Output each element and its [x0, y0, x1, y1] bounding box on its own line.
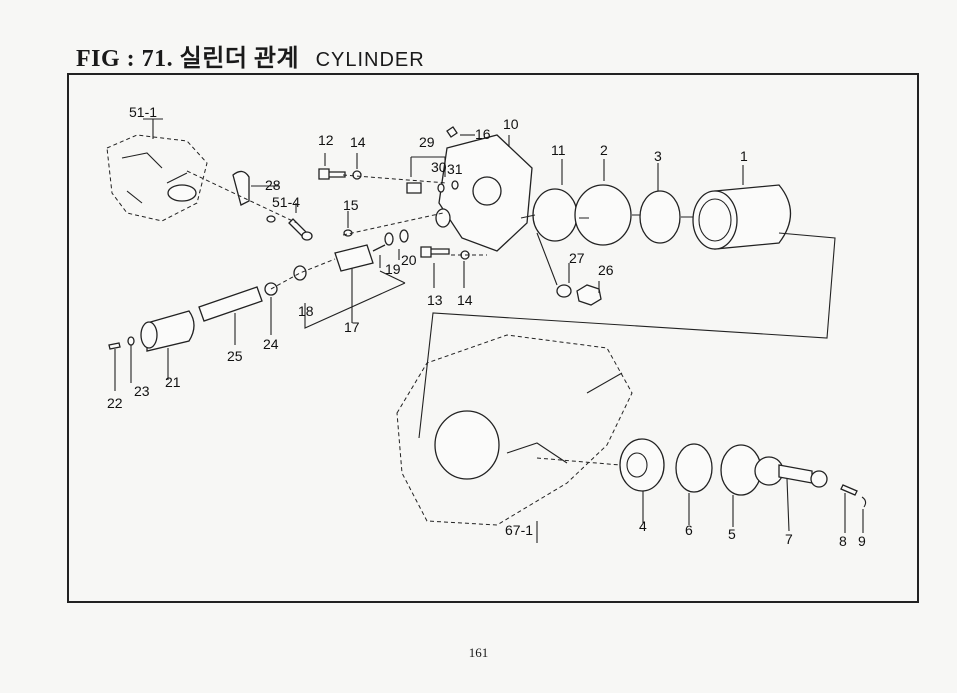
rod-7	[754, 456, 828, 488]
callout-23: 23	[134, 383, 150, 399]
callout-9: 9	[858, 533, 866, 549]
exploded-parts-diagram: 51-1 28 51-4 12 14 29 30 31 16 10 11 2 3…	[106, 104, 867, 549]
screw-22	[108, 342, 121, 350]
callout-10: 10	[503, 116, 519, 132]
housing-upper-part	[106, 134, 208, 222]
callout-2: 2	[600, 142, 608, 158]
ring-19	[384, 232, 394, 246]
ring-6	[675, 443, 713, 493]
callout-1: 1	[740, 148, 748, 164]
title-korean: 실린더 관계	[179, 46, 300, 72]
ring-3	[639, 190, 681, 244]
clamp-part	[232, 170, 250, 206]
nut-26	[576, 284, 602, 306]
callout-28: 28	[265, 177, 281, 193]
callout-8: 8	[839, 533, 847, 549]
callout-17: 17	[344, 319, 360, 335]
callout-6: 6	[685, 522, 693, 538]
ring-2	[574, 184, 632, 246]
callout-3: 3	[654, 148, 662, 164]
title-english: CYLINDER	[315, 49, 425, 71]
callout-26: 26	[598, 262, 614, 278]
ring-30	[437, 183, 445, 193]
fitting-29	[406, 182, 422, 194]
callout-7: 7	[785, 531, 793, 547]
rod-17	[334, 244, 386, 272]
ring-18	[293, 265, 307, 281]
figure-title: FIG : 71. 실린더 관계 CYLINDER	[76, 38, 425, 73]
callout-12: 12	[318, 132, 334, 148]
piston-4	[619, 438, 665, 492]
page-number: 161	[468, 645, 489, 660]
ring-31	[451, 180, 459, 190]
figure-number: FIG : 71.	[76, 46, 174, 72]
callout-5: 5	[728, 526, 736, 542]
callout-11: 11	[551, 142, 566, 158]
callout-20: 20	[401, 252, 417, 268]
callout-14b: 14	[457, 292, 473, 308]
callout-67-1: 67-1	[505, 522, 533, 538]
ring-11	[532, 188, 578, 242]
callout-51-1: 51-1	[129, 104, 157, 120]
callout-16: 16	[475, 126, 491, 142]
callout-25: 25	[227, 348, 243, 364]
washer-27	[556, 284, 572, 298]
housing-lower-part	[396, 334, 633, 526]
callout-14a: 14	[350, 134, 366, 150]
callout-19: 19	[385, 261, 401, 277]
callout-18: 18	[298, 303, 314, 319]
callout-29: 29	[419, 134, 435, 150]
clip-9	[861, 496, 867, 508]
part-21	[146, 310, 195, 352]
callout-22: 22	[107, 395, 123, 411]
pin-8	[840, 484, 858, 496]
callout-27: 27	[569, 250, 585, 266]
washer-23	[127, 336, 135, 346]
callout-31: 31	[447, 161, 463, 177]
callout-24: 24	[263, 336, 279, 352]
callout-30: 30	[431, 159, 447, 175]
shaft-25	[198, 286, 263, 322]
bolt-12	[318, 168, 346, 180]
diagram-frame	[67, 73, 919, 603]
plug-16	[446, 126, 458, 138]
leader-lines	[114, 118, 864, 543]
callout-15: 15	[343, 197, 359, 213]
callout-4: 4	[639, 518, 647, 534]
callout-21: 21	[165, 374, 181, 390]
ring-20	[399, 229, 409, 243]
callout-51-4: 51-4	[272, 194, 300, 210]
washer-14a	[352, 170, 362, 180]
bolt-13	[420, 246, 450, 258]
callout-13: 13	[427, 292, 443, 308]
piston-1	[692, 184, 792, 250]
